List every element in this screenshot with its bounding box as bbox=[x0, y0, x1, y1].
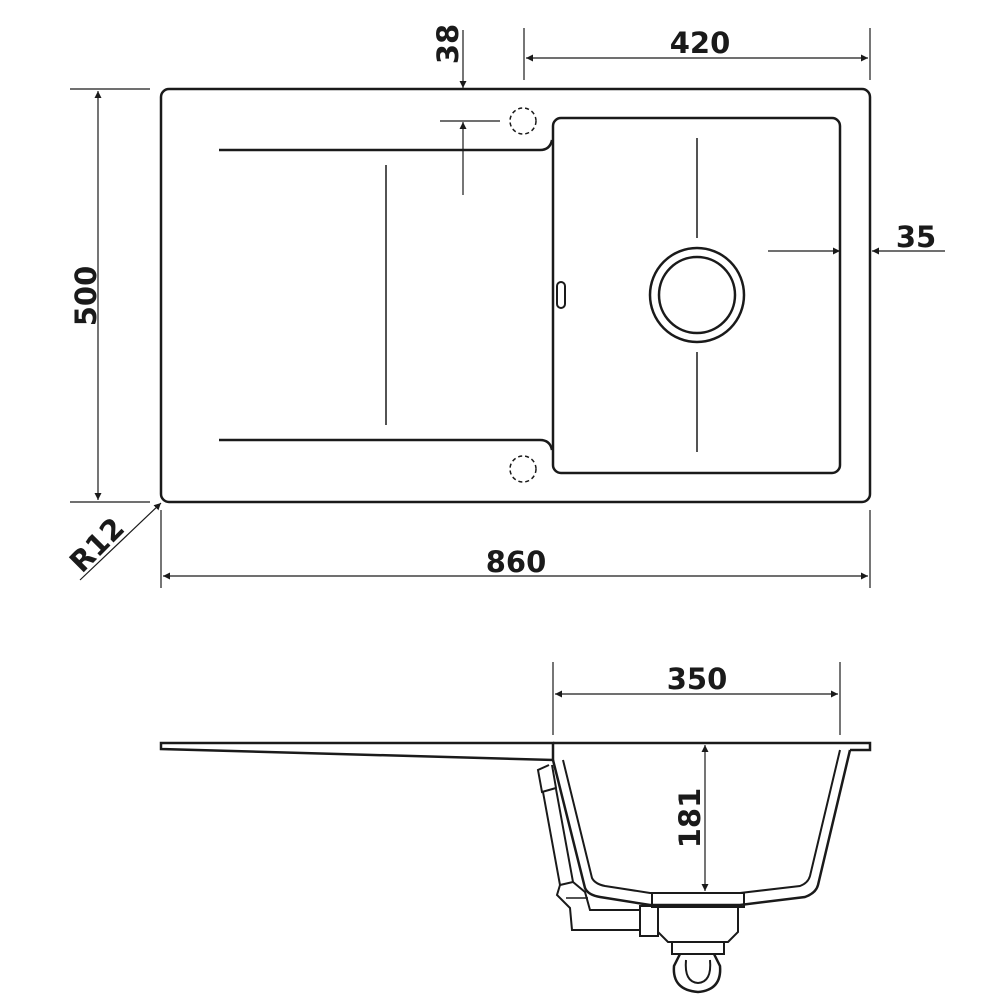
sink-outline bbox=[159, 87, 872, 504]
top-view: 38 420 35 500 R12 bbox=[63, 24, 945, 588]
drain-fitting bbox=[651, 892, 745, 908]
overflow-slot bbox=[556, 281, 566, 309]
dim-181-label: 181 bbox=[673, 788, 707, 849]
drainboard-profile bbox=[159, 741, 555, 762]
drain-body bbox=[657, 907, 739, 943]
dim-350-label: 350 bbox=[667, 662, 728, 696]
drainboard-top-edge bbox=[219, 139, 554, 152]
trap-bend-inner bbox=[684, 959, 712, 985]
dim-860-label: 860 bbox=[486, 545, 547, 579]
drain-collar bbox=[671, 941, 725, 955]
dim-35: 35 bbox=[768, 220, 945, 255]
dim-500: 500 bbox=[69, 88, 150, 503]
dim-38-label: 38 bbox=[431, 24, 465, 64]
tap-hole-top bbox=[509, 107, 537, 135]
trap-bend bbox=[672, 953, 722, 994]
bowl-outline bbox=[551, 116, 842, 475]
dim-38: 38 bbox=[431, 24, 500, 195]
dim-860: 860 bbox=[160, 510, 871, 588]
dim-420-label: 420 bbox=[670, 26, 731, 60]
dim-r12-label: R12 bbox=[63, 511, 131, 579]
dim-500-label: 500 bbox=[69, 266, 103, 327]
drain-inner bbox=[657, 255, 737, 335]
drain-outer bbox=[648, 246, 746, 344]
bowl-outer-wall bbox=[551, 749, 852, 907]
dim-181: 181 bbox=[673, 745, 709, 891]
overflow-pipe bbox=[542, 788, 575, 887]
dim-35-label: 35 bbox=[896, 220, 936, 254]
side-view: 350 181 bbox=[159, 662, 872, 994]
drainboard-bottom-edge bbox=[219, 438, 554, 451]
dim-350: 350 bbox=[552, 662, 841, 735]
tap-hole-bottom bbox=[509, 455, 537, 483]
dim-r12: R12 bbox=[63, 502, 162, 581]
bowl-rim bbox=[553, 741, 872, 752]
dim-420: 420 bbox=[523, 26, 871, 80]
overflow-connector bbox=[639, 905, 659, 937]
overflow-pipe-top bbox=[536, 764, 558, 794]
